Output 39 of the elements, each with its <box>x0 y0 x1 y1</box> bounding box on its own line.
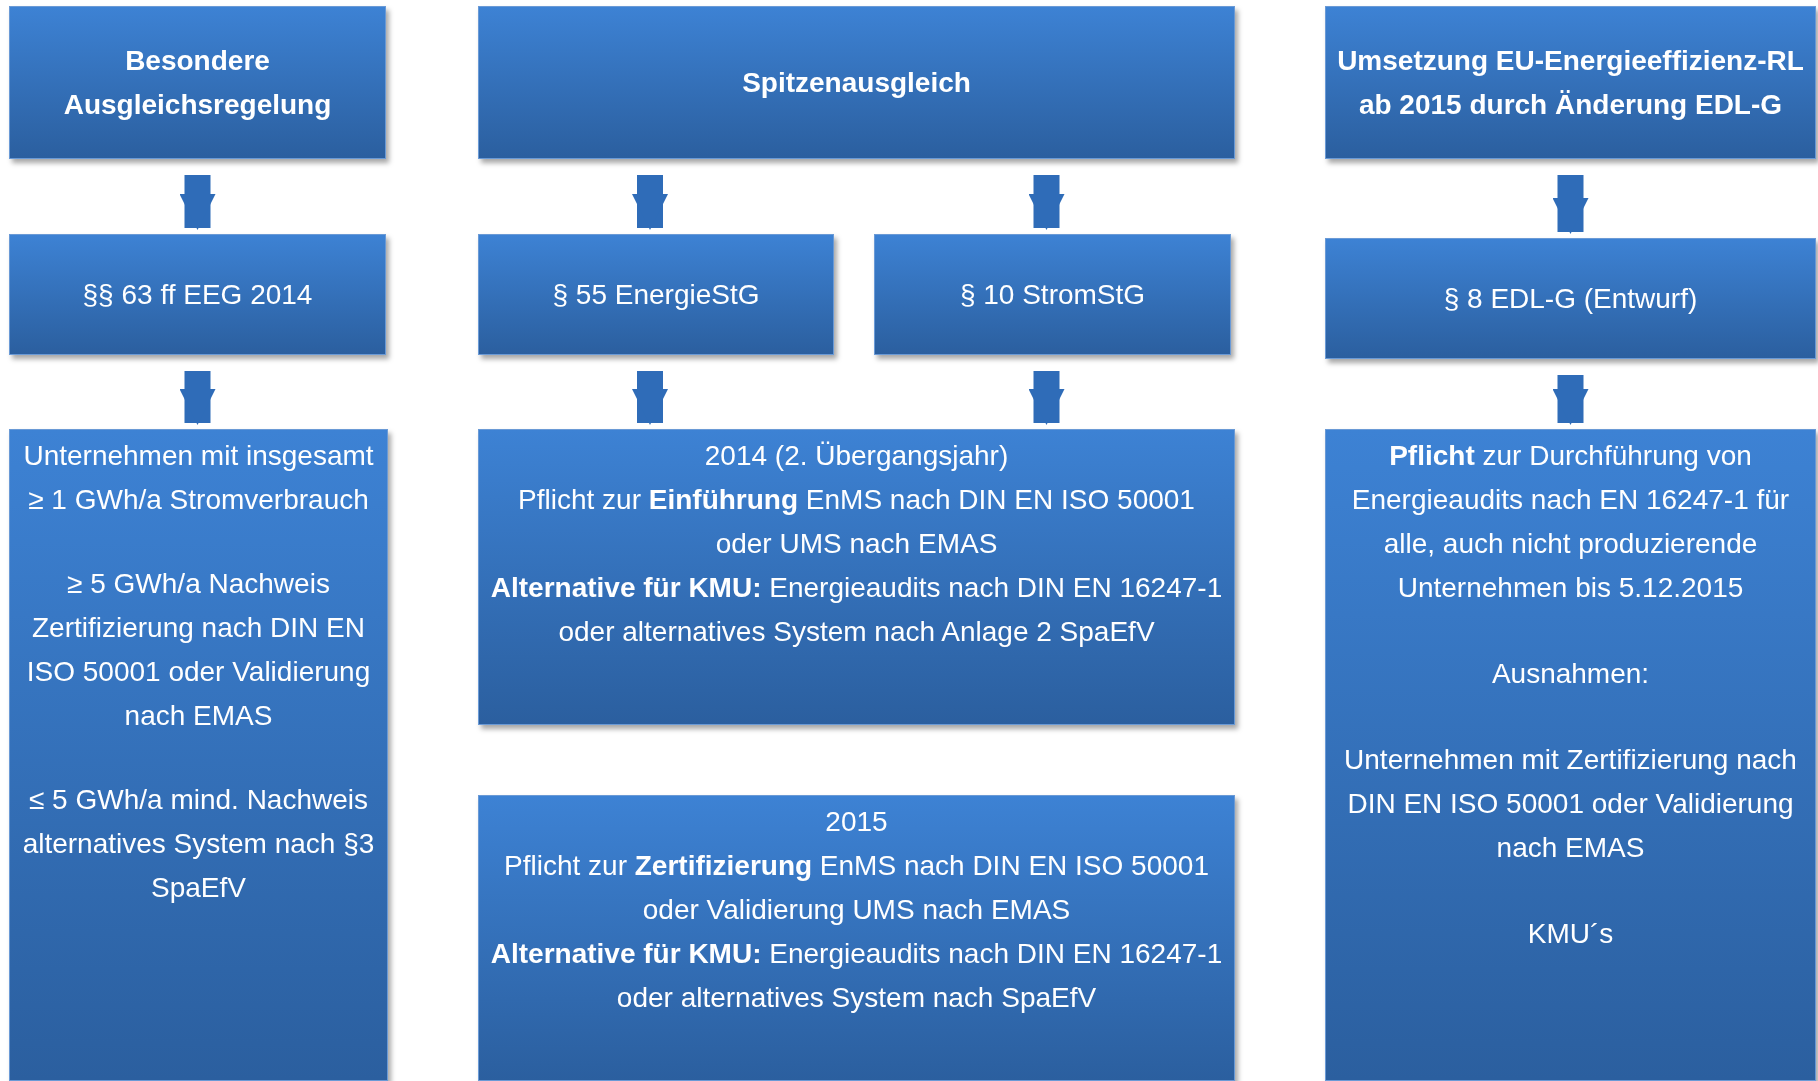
process-box <box>9 6 386 159</box>
block-arrow <box>179 371 216 425</box>
block-arrow <box>632 175 668 230</box>
box-text: Pflicht zur Einführung EnMS nach DIN EN ISO 50001 oder UMS nach EMAS <box>517 483 1196 561</box>
box-text: Unternehmen mit insgesamt ≥ 1 GWh/a Stromverbrauch <box>22 439 375 517</box>
box-text: § 8 EDL-G (Entwurf) <box>1443 281 1698 316</box>
box-text: ≤ 5 GWh/a mind. Nachweis alternatives System nach §3 SpaEfV <box>21 783 376 905</box>
process-box <box>478 429 1235 725</box>
block-arrow <box>1028 175 1065 230</box>
box-text: Pflicht zur Durchführung von Energieaudits nach EN 16247-1 für alle, auch nicht produzierende Unternehmen bis 5.12.2015 <box>1350 439 1791 605</box>
process-box <box>9 234 386 355</box>
block-arrow <box>1552 375 1589 425</box>
process-box <box>874 234 1231 355</box>
box-text: Ausnahmen: <box>1491 657 1650 691</box>
box-text: KMU´s <box>1527 917 1614 951</box>
box-text: § 55 EnergieStG <box>552 277 760 312</box>
process-box <box>1325 429 1816 1081</box>
box-heading: Umsetzung EU-Energieeffizienz-RL ab 2015 durch Änderung EDL-G <box>1336 43 1805 122</box>
box-text: Alternative für KMU: Energieaudits nach DIN EN 16247-1 oder alternatives System nach SpaEfV <box>489 937 1224 1015</box>
process-box <box>1325 6 1816 159</box>
block-arrow <box>1028 371 1065 425</box>
block-arrow <box>1552 175 1589 234</box>
box-text: 2014 (2. Übergangsjahr) <box>704 439 1009 473</box>
box-text: §§ 63 ff EEG 2014 <box>82 277 313 312</box>
process-box <box>478 795 1235 1081</box>
box-text: Unternehmen mit Zertifizierung nach DIN EN ISO 50001 oder Validierung nach EMAS <box>1343 743 1798 865</box>
box-text: § 10 StromStG <box>959 277 1146 312</box>
block-arrow <box>632 371 668 425</box>
block-arrow <box>179 175 216 230</box>
process-box <box>478 6 1235 159</box>
box-heading: Besondere Ausgleichsregelung <box>62 43 333 122</box>
box-text: 2015 <box>825 805 888 839</box>
box-text: Pflicht zur Zertifizierung EnMS nach DIN EN ISO 50001 oder Validierung UMS nach EMAS <box>503 849 1210 927</box>
process-box <box>9 429 388 1081</box>
box-text: Alternative für KMU: Energieaudits nach DIN EN 16247-1 oder alternatives System nach Anlage 2 SpaEfV <box>489 571 1224 649</box>
process-box <box>478 234 834 355</box>
box-heading: Spitzenausgleich <box>742 65 971 100</box>
box-text: ≥ 5 GWh/a Nachweis Zertifizierung nach DIN EN ISO 50001 oder Validierung nach EMAS <box>25 567 372 733</box>
process-box <box>1325 238 1816 359</box>
